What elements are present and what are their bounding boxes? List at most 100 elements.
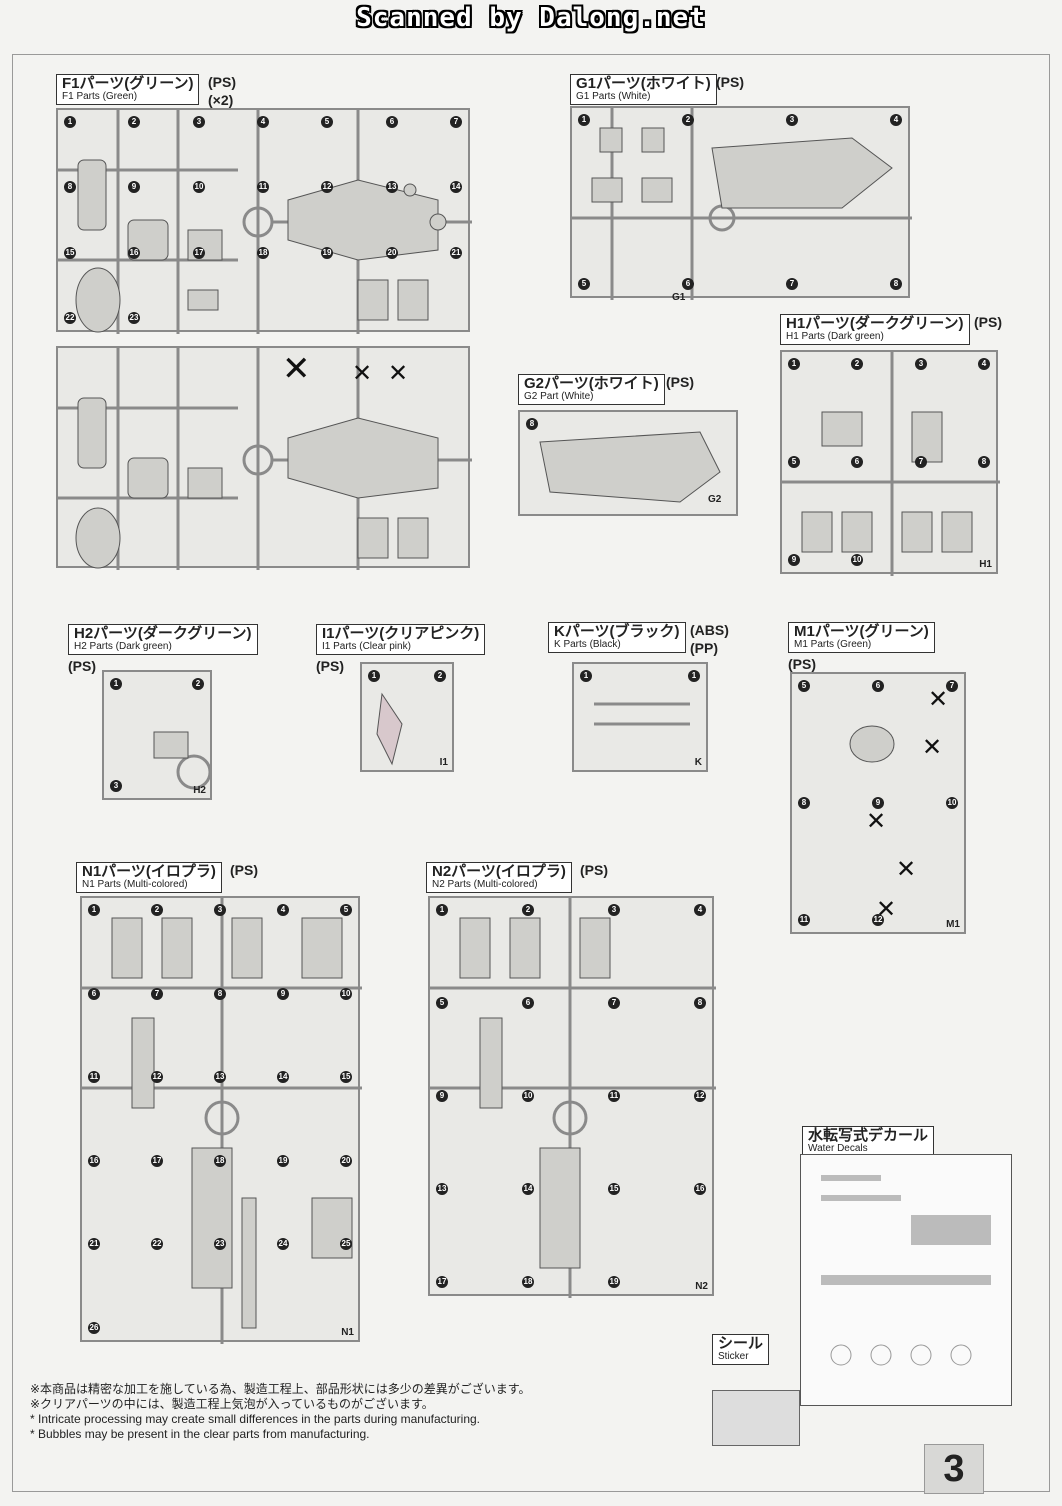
part-number-n2: 17 [436,1276,448,1288]
g2-label: G2パーツ(ホワイト) G2 Part (White) [518,374,665,406]
k-label: Kパーツ(ブラック) K Parts (Black) [548,622,686,654]
k-material-abs: (ABS) [690,622,729,638]
part-number-m1: 7 [946,680,958,692]
part-number-g2: 8 [526,418,538,430]
part-number-k: 1 [688,670,700,682]
part-number-g1: 3 [786,114,798,126]
part-number-g1: 6 [682,278,694,290]
part-number-n1: 16 [88,1155,100,1167]
part-number-h1: 5 [788,456,800,468]
n2-runner-drawing [430,898,716,1298]
part-number-m1: 8 [798,797,810,809]
n2-label-jp: N2パーツ(イロプラ) [432,863,566,880]
part-number-f1: 5 [321,116,333,128]
part-number-g1: 8 [890,278,902,290]
part-number-m1: 12 [872,914,884,926]
part-number-n1: 2 [151,904,163,916]
n2-label-en: N2 Parts (Multi-colored) [432,878,538,890]
part-number-n1: 5 [340,904,352,916]
part-number-n2: 6 [522,997,534,1009]
part-number-h1: 9 [788,554,800,566]
f1-label-en: F1 Parts (Green) [62,90,138,102]
runner-tag-m1: M1 [946,919,960,930]
n2-label: N2パーツ(イロプラ) N2 Parts (Multi-colored) [426,862,572,894]
omit-mark: ✕ [928,686,949,713]
part-number-h1: 3 [915,358,927,370]
part-number-n1: 3 [214,904,226,916]
part-number-n2: 2 [522,904,534,916]
note-line: * Intricate processing may create small … [30,1412,480,1426]
h2-material: (PS) [68,658,96,674]
part-number-g1: 5 [578,278,590,290]
part-number-f1: 22 [64,312,76,324]
part-number-f1: 17 [193,247,205,259]
part-number-n2: 16 [694,1183,706,1195]
f1-runner-b-drawing [58,348,472,570]
n1-label-jp: N1パーツ(イロプラ) [82,863,216,880]
part-number-g1: 4 [890,114,902,126]
part-number-h1: 7 [915,456,927,468]
g1-runner-drawing [572,108,912,300]
part-number-n1: 1 [88,904,100,916]
part-number-n1: 26 [88,1322,100,1334]
part-number-m1: 5 [798,680,810,692]
omit-mark: ✕ [876,896,897,923]
part-number-n2: 1 [436,904,448,916]
h2-label: H2パーツ(ダークグリーン) H2 Parts (Dark green) [68,624,258,656]
n2-material: (PS) [580,862,608,878]
part-number-f1: 11 [257,181,269,193]
part-number-n2: 19 [608,1276,620,1288]
part-number-n2: 13 [436,1183,448,1195]
f1-runner-b [56,346,472,570]
part-number-f1: 8 [64,181,76,193]
part-number-g1: 7 [786,278,798,290]
part-number-f1: 18 [257,247,269,259]
part-number-n1: 8 [214,988,226,1000]
part-number-n2: 8 [694,997,706,1009]
water-decal-sheet [800,1154,1012,1406]
part-number-n2: 14 [522,1183,534,1195]
runner-tag-h1: H1 [979,559,992,570]
part-number-f1: 1 [64,116,76,128]
h2-runner-drawing [153,731,212,790]
manufacturing-notes: ※本商品は精密な加工を施している為、製造工程上、部品形状には多少の差異がございま… [30,1382,531,1442]
part-number-h2: 3 [110,780,122,792]
h2-label-en: H2 Parts (Dark green) [74,640,172,652]
i1-runner-drawing [376,692,403,766]
g1-label-en: G1 Parts (White) [576,90,651,102]
part-number-n1: 12 [151,1071,163,1083]
sticker-label-en: Sticker [718,1350,749,1362]
decal-sheet-drawing [821,1175,991,1366]
g2-label-jp: G2パーツ(ホワイト) [524,375,659,392]
part-number-f1: 3 [193,116,205,128]
part-number-n1: 14 [277,1071,289,1083]
i1-label-en: I1 Parts (Clear pink) [322,640,411,652]
part-number-f1: 10 [193,181,205,193]
part-number-f1: 2 [128,116,140,128]
part-number-n1: 17 [151,1155,163,1167]
omit-mark: ✕ [922,734,943,761]
part-number-n2: 5 [436,997,448,1009]
part-number-m1: 11 [798,914,810,926]
part-number-m1: 9 [872,797,884,809]
part-number-n2: 12 [694,1090,706,1102]
note-line: ※クリアパーツの中には、製造工程上気泡が入っているものがございます。 [30,1397,434,1411]
part-number-m1: 6 [872,680,884,692]
f1-runner-a-drawing [58,110,472,334]
decal-label: 水転写式デカール Water Decals [802,1126,935,1158]
runner-tag-k: K [694,757,702,768]
part-number-n1: 7 [151,988,163,1000]
part-number-f1: 14 [450,181,462,193]
part-number-n2: 11 [608,1090,620,1102]
omit-mark: ✕ [282,350,311,388]
omit-mark: ✕ [866,808,887,835]
note-line: * Bubbles may be present in the clear pa… [30,1427,370,1441]
part-number-f1: 20 [386,247,398,259]
g2-runner: 8 [518,410,738,516]
page-frame [12,54,1050,1492]
runner-tag-i1: I1 [439,757,448,768]
